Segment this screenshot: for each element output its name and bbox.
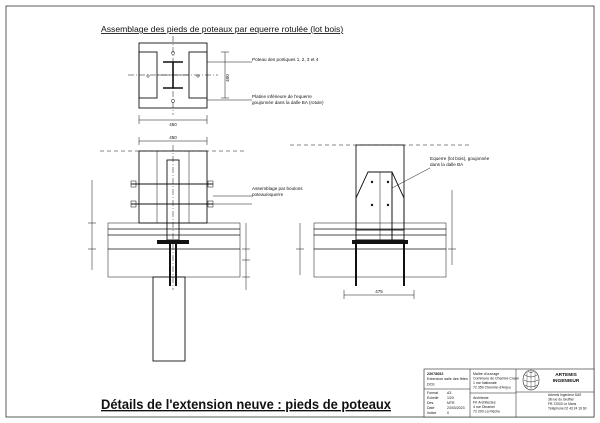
right-section: 475 xyxy=(290,144,470,299)
plan-width-dim: 450 xyxy=(169,122,177,127)
project-line: DCE xyxy=(427,382,435,386)
company-sub: INGENIEUR xyxy=(553,378,580,384)
annotation-plate-1: Platine inférieure de l'equerre xyxy=(252,94,312,99)
field-label: Date xyxy=(427,406,434,410)
field-label: Des. xyxy=(427,401,434,405)
annotation-bracket-2: dans la dalle BA xyxy=(430,162,464,167)
annotation-bolts-1: Assemblage par boulons xyxy=(252,186,303,191)
main-title: Détails de l'extension neuve : pieds de … xyxy=(101,397,391,412)
field-value: 23/03/2023 xyxy=(447,406,465,410)
annotation-plate-2: goujonnée dans la dalle BA (rotule) xyxy=(252,100,324,105)
company-line: Téléphone 02 43 24 16 60 xyxy=(548,407,587,411)
top-title: Assemblage des pieds de poteaux par eque… xyxy=(101,24,343,34)
annotation-post: Poteau des portiques 1, 2, 3 et 4 xyxy=(252,57,319,62)
field-label: Format xyxy=(427,391,438,395)
right-base-dim: 475 xyxy=(375,289,383,294)
plan-view: 450 400 xyxy=(128,36,252,127)
architect-line: 4 rue Dinamel xyxy=(473,405,495,409)
field-value: 0 xyxy=(447,411,449,415)
architect-line: FK Architectes xyxy=(473,401,496,405)
sheet-frame xyxy=(5,5,595,418)
company-name: ARTEMIS xyxy=(555,372,577,378)
annotation-bracket-1: Equerre (lot bois), goujonnée xyxy=(430,156,490,161)
company-line: Artemis Ingenieur SAS xyxy=(548,393,582,397)
project-line: Extension salle des fêtes xyxy=(427,377,468,381)
client-line: Commune de Chemiré-Craon xyxy=(473,377,519,381)
left-section xyxy=(88,145,252,362)
field-label: Indice xyxy=(427,411,436,415)
field-value: 1/20 xyxy=(447,396,454,400)
architect-line: 72 200 La Flèche xyxy=(473,410,500,414)
section-width-dim: 450 xyxy=(138,135,208,145)
architect-line: Architecte xyxy=(473,396,489,400)
client-line: 1 rue Nationale xyxy=(473,381,497,385)
plan-side-dim: 400 xyxy=(225,74,230,82)
annotation-bolts-2: poteau/equerre xyxy=(252,192,284,197)
company-line: FR-72000 Le Mans xyxy=(548,402,577,406)
field-label: Echelle xyxy=(427,396,439,400)
client-line: Maître d'ouvrage xyxy=(473,372,499,376)
project-line: 23078652 xyxy=(427,372,443,376)
pine-cone-icon xyxy=(522,369,540,391)
field-value: A3 xyxy=(447,391,451,395)
field-value: MTR xyxy=(447,401,455,405)
client-line: 72 350 Chemiré-d'Anjou xyxy=(473,386,511,390)
svg-text:450: 450 xyxy=(169,135,177,140)
company-line: 38 rue du Gruffier xyxy=(548,398,575,402)
